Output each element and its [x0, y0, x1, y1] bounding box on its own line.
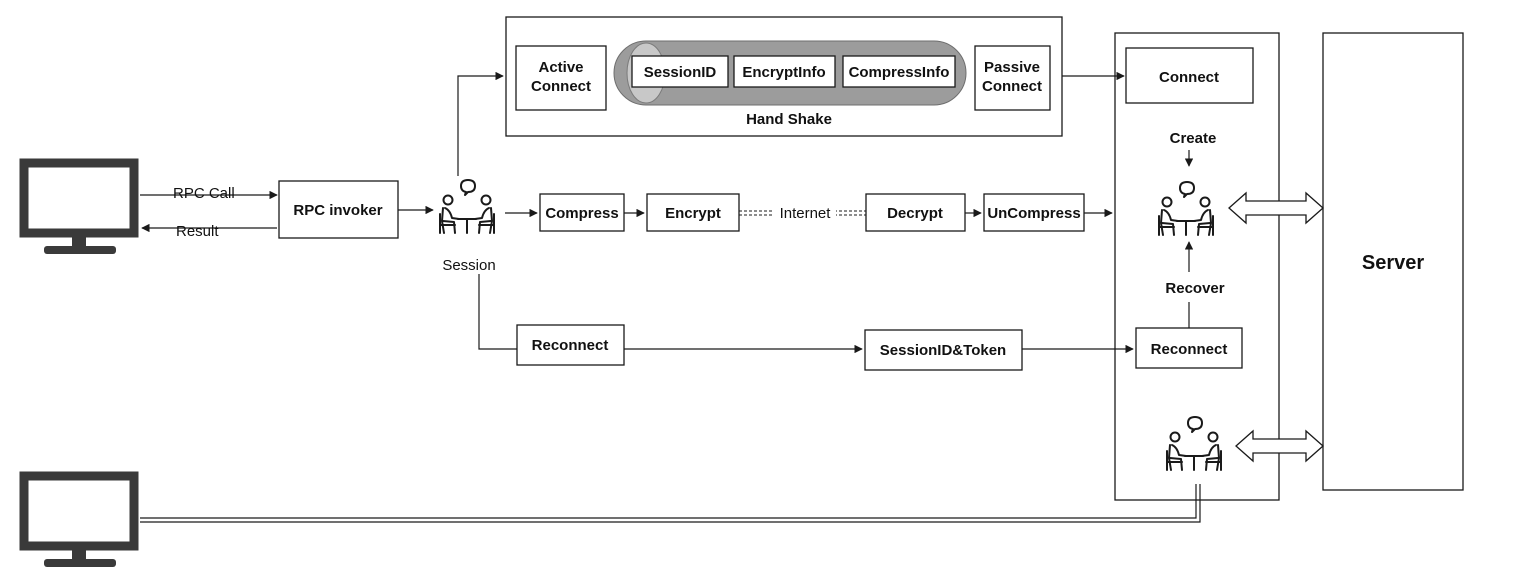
rpc-invoker-label: RPC invoker — [293, 202, 382, 219]
server-box — [1322, 32, 1464, 491]
uncompress-box — [983, 193, 1085, 232]
encryptinfo-field — [733, 55, 836, 88]
second-client-link-a — [140, 484, 1197, 519]
reconnect-server-label: Reconnect — [1151, 341, 1228, 358]
client-computer-icon — [19, 158, 139, 254]
decrypt-box — [865, 193, 966, 232]
decrypt-label: Decrypt — [887, 205, 943, 222]
recover-label: Recover — [1165, 280, 1224, 297]
second-client-computer-icon — [19, 471, 139, 567]
internet-link — [739, 203, 866, 221]
sessionid-field — [631, 55, 729, 88]
session-to-handshake-arrow — [457, 71, 504, 176]
connect-box — [1125, 47, 1254, 104]
session-label: Session — [442, 257, 495, 274]
encryptinfo-label: EncryptInfo — [742, 64, 825, 81]
active-connect-label-1: Active — [538, 59, 583, 76]
internet-label: Internet — [780, 205, 832, 222]
session-token-box — [864, 329, 1023, 371]
reconnect-server-box — [1135, 327, 1243, 369]
rpc-call-label: RPC Call — [173, 185, 235, 202]
second-server-session-icon — [1166, 416, 1222, 471]
server-label: Server — [1362, 252, 1424, 274]
server-session-icon — [1158, 181, 1214, 236]
encrypt-label: Encrypt — [665, 205, 721, 222]
connect-label: Connect — [1159, 69, 1219, 86]
result-label: Result — [176, 223, 219, 240]
compressinfo-label: CompressInfo — [849, 64, 950, 81]
compress-box — [539, 193, 625, 232]
active-connect-label-2: Connect — [531, 78, 591, 95]
session-token-label: SessionID&Token — [880, 342, 1006, 359]
reconnect-client-box — [516, 324, 625, 366]
rpc-invoker-box — [278, 180, 399, 239]
passive-connect-box — [974, 45, 1051, 111]
uncompress-label: UnCompress — [987, 205, 1080, 222]
client-session-icon — [439, 179, 495, 234]
handshake-title: Hand Shake — [746, 111, 832, 128]
active-connect-box — [515, 45, 607, 111]
reconnect-client-label: Reconnect — [532, 337, 609, 354]
passive-connect-label-1: Passive — [984, 59, 1040, 76]
sessionid-label: SessionID — [644, 64, 717, 81]
encrypt-box — [646, 193, 740, 232]
session-server-double-arrow — [1228, 191, 1324, 225]
passive-connect-label-2: Connect — [982, 78, 1042, 95]
compress-label: Compress — [545, 205, 618, 222]
create-label: Create — [1170, 130, 1217, 147]
session-to-reconnect-line — [478, 274, 517, 350]
compressinfo-field — [842, 55, 956, 88]
second-client-link-b — [140, 484, 1201, 523]
server-session-container — [1114, 32, 1280, 501]
